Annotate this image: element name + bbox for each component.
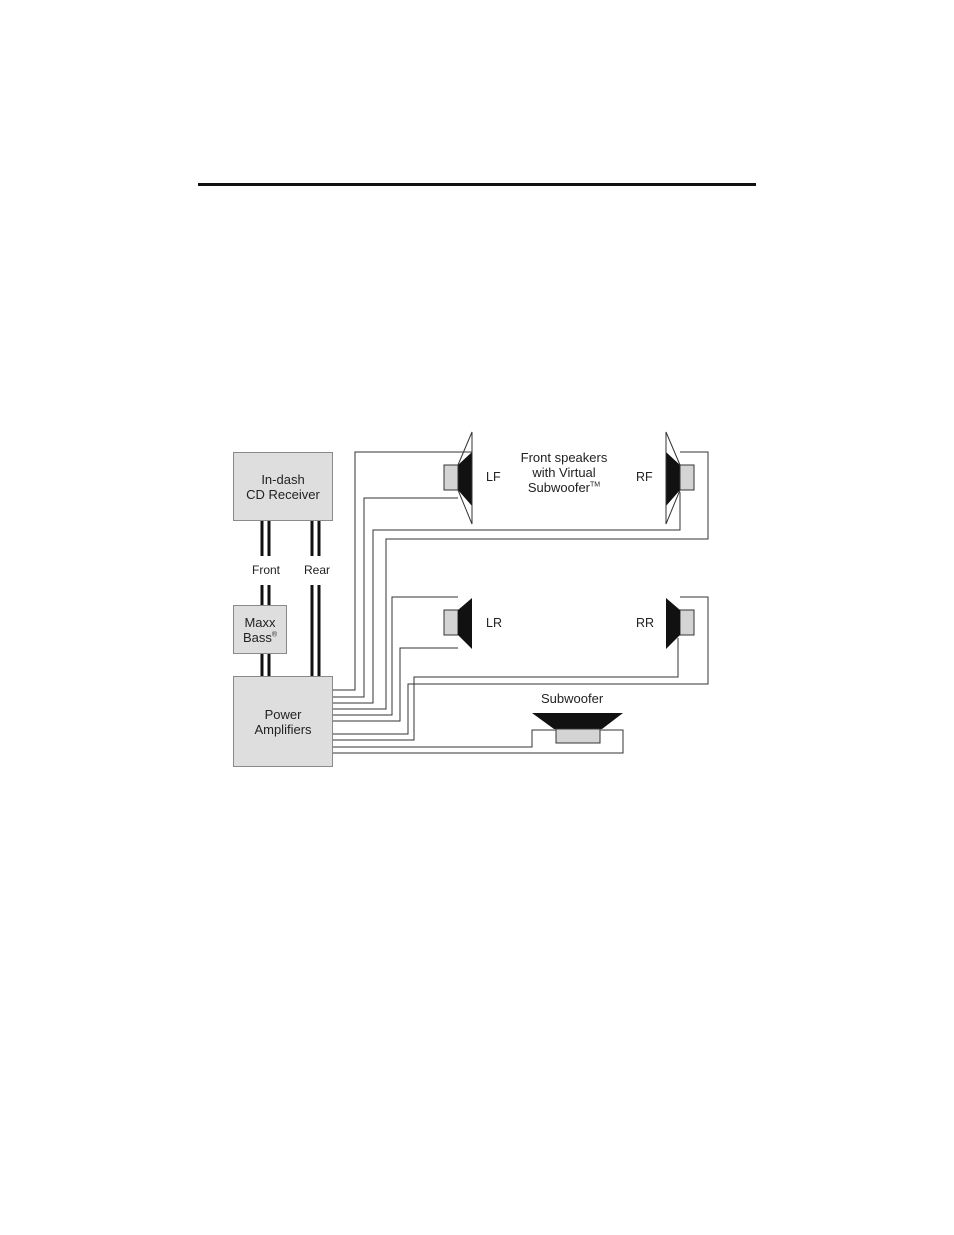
caption-line1: Front speakers <box>520 450 608 465</box>
lr-label: LR <box>486 616 502 630</box>
trademark-mark: TM <box>590 481 601 489</box>
speaker-rr <box>666 598 695 649</box>
receiver-line2: CD Receiver <box>246 486 320 502</box>
rr-label: RR <box>636 616 655 630</box>
rf-label: RF <box>636 470 653 484</box>
power-amplifiers-box: Power Amplifiers <box>233 676 333 767</box>
speaker-lr <box>443 598 472 649</box>
speaker-lf <box>443 431 473 525</box>
header-rule <box>198 183 756 186</box>
signal-cables <box>260 521 321 676</box>
caption-subwoofer-text: Subwoofer <box>527 480 591 495</box>
subwoofer-label: Subwoofer <box>541 691 604 706</box>
receiver-line1: In-dash <box>261 471 305 487</box>
speaker-wires <box>333 451 709 754</box>
cd-receiver-box: In-dash CD Receiver <box>233 452 333 521</box>
rear-cable-label: Rear <box>304 563 331 577</box>
subwoofer <box>532 713 623 744</box>
speaker-rf <box>665 431 695 525</box>
caption-line2: with Virtual <box>532 465 596 480</box>
maxx-bass-box: Maxx Bass® <box>233 605 287 654</box>
front-cable-label: Front <box>252 563 281 577</box>
lf-label: LF <box>486 470 501 484</box>
front-speakers-caption: Front speakers with Virtual SubwooferTM <box>504 450 624 495</box>
maxx-bass-text: Bass <box>242 629 272 645</box>
caption-line3: SubwooferTM <box>504 480 624 495</box>
amp-line1: Power <box>264 706 302 722</box>
maxx-line1: Maxx <box>244 614 276 630</box>
amp-line2: Amplifiers <box>254 721 312 737</box>
registered-mark: ® <box>271 631 278 639</box>
maxx-line2: Bass® <box>243 630 277 645</box>
